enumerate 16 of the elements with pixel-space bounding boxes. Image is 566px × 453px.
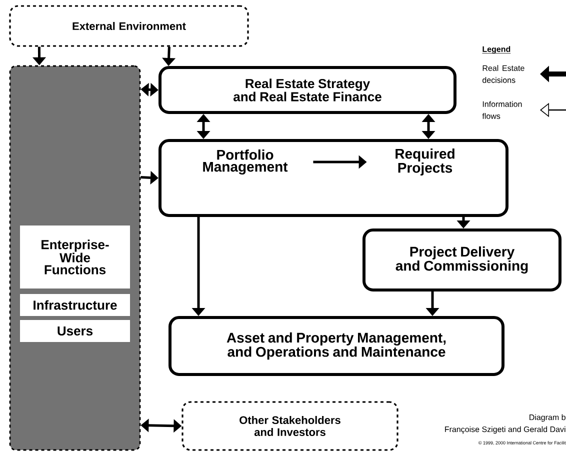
process-box: Project Delivery and Commissioning — [362, 228, 562, 292]
function-box: Infrastructure — [20, 294, 130, 316]
process-label: Required Projects — [396, 148, 454, 176]
function-box: Users — [20, 320, 130, 342]
process-label: Portfolio Management — [203, 149, 288, 175]
process-box: Asset and Property Management, and Operations and Maintenance — [168, 316, 504, 376]
group-box: External Environment — [9, 5, 249, 47]
process-box: Real Estate Strategy and Real Estate Finance — [158, 66, 456, 114]
legend-text: Real Estate decisions — [482, 65, 524, 83]
group-box: Other Stakeholders and Investors — [182, 401, 398, 451]
legend-title: Legend — [482, 46, 511, 54]
legend-text: Information flows — [482, 101, 522, 119]
credit-text: Françoise Szigeti and Gerald Davi — [445, 426, 566, 434]
credit-text: Diagram b — [530, 414, 566, 422]
process-box — [158, 139, 508, 217]
function-box: Enterprise-Wide Functions — [20, 226, 130, 288]
